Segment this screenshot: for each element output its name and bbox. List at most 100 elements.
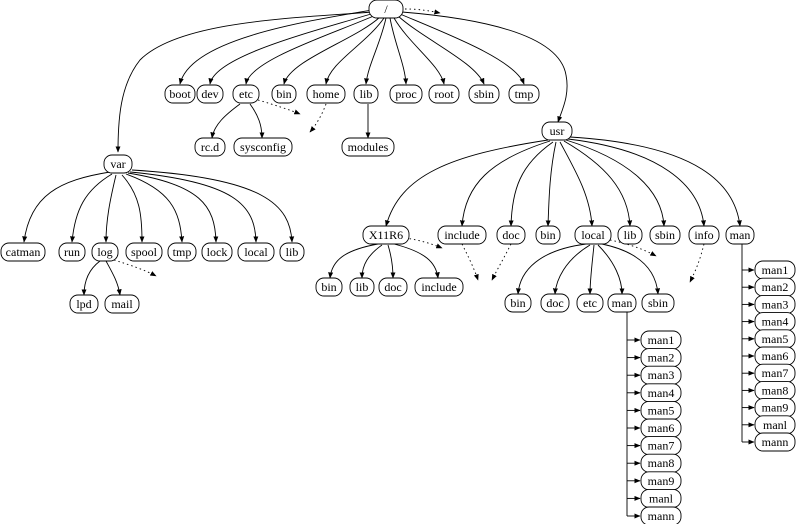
var-edges [22, 169, 295, 296]
node-var-spool: spool [125, 242, 163, 262]
node-label: man7 [762, 366, 789, 380]
node-box [541, 121, 573, 141]
node-boot: boot [164, 84, 196, 104]
node-var-lock: lock [201, 242, 233, 262]
node-label: sbin [655, 228, 675, 242]
node-label: proc [395, 87, 416, 101]
node-local-man: man [607, 293, 637, 313]
node-box [271, 84, 297, 104]
node-box [641, 293, 675, 313]
node-box [378, 277, 408, 297]
node-usr-man-man9: man9 [754, 398, 796, 418]
node-usr-doc: doc [496, 225, 526, 245]
node-local-man-man4: man4 [640, 383, 682, 403]
node-bin: bin [271, 84, 297, 104]
node-box [167, 242, 197, 262]
node-label: man1 [762, 263, 789, 277]
node-local-bin: bin [504, 293, 532, 313]
node-box [468, 84, 500, 104]
node-box [232, 84, 260, 104]
node-local-etc: etc [576, 293, 604, 313]
local-edges [515, 239, 705, 295]
node-local-man-man2: man2 [640, 348, 682, 368]
node-label: dev [201, 87, 218, 101]
node-label: log [97, 245, 112, 259]
node-var-log: log [91, 242, 119, 262]
node-usr-man-manl: manl [754, 415, 796, 435]
node-label: lock [207, 245, 228, 259]
node-label: X11R6 [369, 228, 403, 242]
node-box [437, 225, 487, 245]
node-label: root [434, 87, 454, 101]
node-label: include [421, 280, 456, 294]
node-label: local [581, 228, 605, 242]
node-label: tmp [173, 245, 192, 259]
node-lib: lib [353, 84, 379, 104]
node-box [368, 0, 404, 19]
node-label: sbin [648, 296, 668, 310]
node-dev: dev [196, 84, 224, 104]
node-label: lib [286, 245, 299, 259]
node-label: sysconfig [240, 140, 286, 154]
node-var-run: run [58, 242, 86, 262]
node-label: boot [169, 87, 191, 101]
node-label: man7 [648, 439, 675, 453]
node-local-man-man8: man8 [640, 453, 682, 473]
node-usr: usr [541, 121, 573, 141]
node-box [104, 294, 140, 314]
x11-edges [328, 237, 512, 281]
node-box [688, 225, 720, 245]
node-log-mail: mail [104, 294, 140, 314]
node-local-sbin: sbin [641, 293, 675, 313]
node-label: var [110, 157, 125, 171]
node-log-lpd: lpd [69, 294, 99, 314]
man-section-edges [626, 244, 755, 519]
node-label: home [313, 87, 340, 101]
node-box [414, 277, 464, 297]
node-box [640, 506, 682, 524]
node-label: lib [624, 228, 637, 242]
node-box [164, 84, 196, 104]
node-box [233, 137, 293, 157]
node-box [279, 242, 305, 262]
node-box [341, 137, 395, 157]
node-x11-bin: bin [315, 277, 343, 297]
node-label: manl [649, 491, 674, 505]
node-label: bin [510, 296, 525, 310]
node-usr-include: include [437, 225, 487, 245]
node-label: info [694, 228, 713, 242]
node-label: mann [762, 435, 789, 449]
node-box [754, 432, 796, 452]
node-box [508, 84, 540, 104]
node-usr-man-man2: man2 [754, 277, 796, 297]
node-label: man8 [762, 383, 789, 397]
node-label: usr [550, 124, 565, 138]
node-local-man-man3: man3 [640, 365, 682, 385]
node-usr-man: man [725, 225, 755, 245]
node-label: man [612, 296, 633, 310]
node-usr-man-man8: man8 [754, 380, 796, 400]
node-usr-man-mann: mann [754, 432, 796, 452]
node-label: man3 [762, 297, 789, 311]
node-label: man4 [648, 386, 675, 400]
node-label: sbin [474, 87, 494, 101]
node-local-man-man6: man6 [640, 418, 682, 438]
node-usr-man-man4: man4 [754, 312, 796, 332]
node-label: run [64, 245, 80, 259]
node-label: etc [239, 87, 253, 101]
node-root: / [368, 0, 404, 19]
node-label: mann [648, 509, 675, 523]
node-label: include [444, 228, 479, 242]
node-local-man-man7: man7 [640, 436, 682, 456]
node-usr-local: local [574, 225, 612, 245]
node-label: man5 [648, 403, 675, 417]
node-label: man1 [648, 333, 675, 347]
node-box [125, 242, 163, 262]
node-box [576, 293, 604, 313]
node-label: bin [276, 87, 291, 101]
node-box [540, 293, 570, 313]
node-box [69, 294, 99, 314]
